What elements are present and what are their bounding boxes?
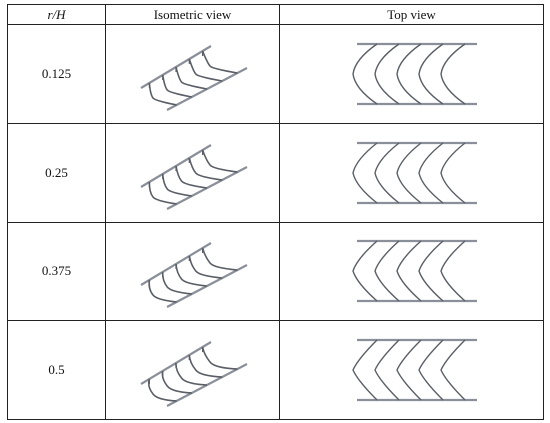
table-body: 0.125 0.25 0.375 0.5	[7, 24, 544, 420]
isometric-lattice-r0375	[139, 242, 248, 309]
top-strut	[395, 339, 421, 401]
top-strut	[395, 43, 421, 105]
top-strut	[417, 240, 443, 302]
table-row: 0.5	[7, 320, 544, 420]
isometric-cell	[105, 122, 280, 223]
isometric-cell	[105, 320, 280, 420]
iso-strut	[174, 66, 207, 90]
iso-strut	[174, 165, 207, 189]
iso-strut	[201, 50, 238, 74]
header-row: r/H Isometric view Top view	[7, 4, 544, 25]
table-row: 0.375	[7, 221, 544, 322]
ratio-cell: 0.5	[7, 320, 106, 420]
iso-strut	[188, 355, 222, 378]
top-strut	[439, 339, 465, 401]
top-strut	[351, 339, 377, 401]
top-lattice-r0375	[351, 240, 477, 303]
iso-strut	[201, 347, 237, 370]
top-strut	[439, 240, 465, 302]
top-strut	[417, 43, 443, 105]
ratio-cell: 0.125	[7, 24, 106, 124]
top-strut	[439, 142, 465, 204]
iso-strut	[188, 157, 222, 181]
iso-strut	[188, 58, 222, 82]
iso-strut	[147, 378, 177, 402]
iso-strut	[148, 181, 177, 205]
top-view-cell	[279, 320, 544, 420]
table-row: 0.25	[7, 122, 544, 223]
top-view-cell	[279, 24, 544, 124]
iso-strut	[188, 256, 222, 280]
isometric-lattice-r025	[139, 143, 248, 210]
top-strut	[373, 142, 399, 204]
top-view-cell	[279, 221, 544, 322]
ratio-cell: 0.25	[7, 122, 106, 223]
top-strut	[439, 43, 465, 105]
top-strut	[395, 240, 421, 302]
top-strut	[373, 43, 399, 105]
iso-strut	[161, 74, 192, 98]
top-view-cell	[279, 122, 544, 223]
isometric-lattice-r0125	[139, 44, 248, 111]
top-lattice-r025	[351, 141, 477, 204]
lattice-comparison-table: r/H Isometric view Top view 0.125 0.25 0…	[7, 4, 544, 420]
header-top-view: Top view	[279, 4, 544, 25]
top-strut	[417, 339, 443, 401]
isometric-lattice-r05	[139, 341, 248, 408]
table-row: 0.125	[7, 24, 544, 124]
iso-strut	[161, 173, 192, 197]
top-strut	[395, 142, 421, 204]
iso-strut	[201, 149, 238, 173]
top-strut	[373, 339, 399, 401]
top-strut	[351, 142, 377, 204]
top-strut	[373, 240, 399, 302]
iso-strut	[201, 248, 237, 272]
header-ratio: r/H	[7, 4, 106, 25]
iso-strut	[148, 82, 177, 106]
header-isometric-view: Isometric view	[105, 4, 280, 25]
top-lattice-r0125	[351, 42, 477, 105]
top-lattice-r05	[351, 339, 477, 402]
isometric-cell	[105, 221, 280, 322]
top-strut	[351, 240, 377, 302]
ratio-cell: 0.375	[7, 221, 106, 322]
iso-strut	[174, 264, 207, 288]
isometric-cell	[105, 24, 280, 124]
top-strut	[417, 142, 443, 204]
top-strut	[351, 43, 377, 105]
